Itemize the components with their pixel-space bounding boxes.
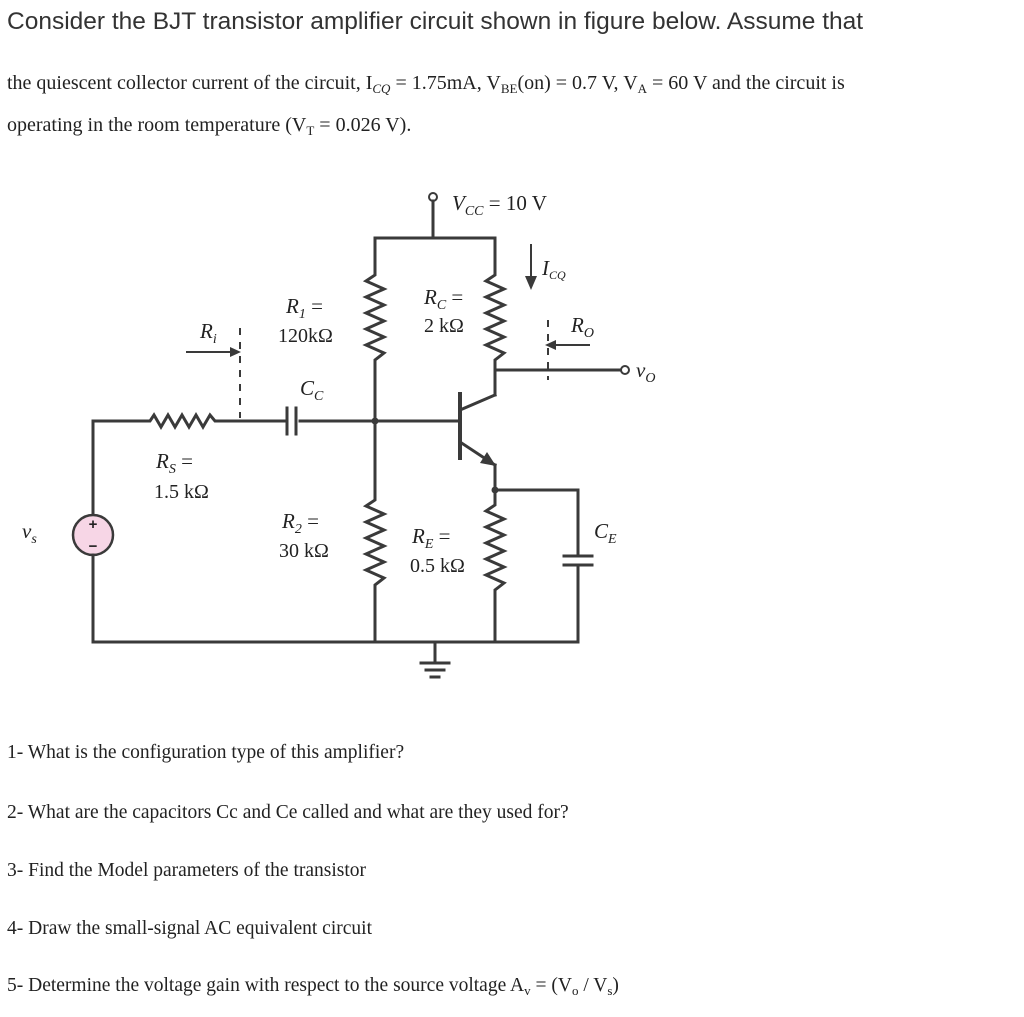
ce-top-wire bbox=[493, 488, 580, 557]
vo-label: vO bbox=[636, 358, 655, 386]
re-resistor bbox=[482, 488, 508, 644]
amplifier-circuit-diagram: VCC = 10 V ICQ R1 = 120kΩ RC = 2 kΩ vO R… bbox=[22, 191, 655, 679]
ro-marker bbox=[545, 320, 590, 380]
vs-label: vs bbox=[22, 519, 37, 547]
svg-text:+: + bbox=[89, 516, 98, 533]
emitter-node bbox=[491, 486, 499, 494]
rc-label: RC = bbox=[423, 285, 463, 313]
ro-label: RO bbox=[570, 313, 594, 341]
r2-value: 30 kΩ bbox=[279, 540, 329, 562]
ground-symbol bbox=[419, 640, 451, 679]
rc-resistor bbox=[482, 258, 508, 372]
r1-value: 120kΩ bbox=[278, 325, 333, 347]
cc-label: CC bbox=[300, 376, 324, 404]
re-label: RE = bbox=[411, 524, 450, 552]
question-5: 5- Determine the voltage gain with respe… bbox=[7, 975, 619, 998]
rs-label: RS = bbox=[155, 449, 193, 477]
icq-arrow bbox=[525, 244, 537, 290]
rs-resistor bbox=[91, 412, 289, 517]
re-value: 0.5 kΩ bbox=[410, 555, 465, 577]
ri-label: Ri bbox=[199, 319, 217, 347]
ground-rail-wire bbox=[91, 553, 580, 644]
question-3: 3- Find the Model parameters of the tran… bbox=[7, 860, 367, 881]
bjt-transistor bbox=[457, 392, 498, 468]
problem-paragraph-line-1: the quiescent collector current of the c… bbox=[7, 72, 845, 96]
base-node bbox=[371, 417, 379, 425]
r1-label: R1 = bbox=[285, 294, 323, 322]
question-4: 4- Draw the small-signal AC equivalent c… bbox=[7, 918, 372, 939]
icq-label: ICQ bbox=[541, 256, 566, 282]
ri-marker bbox=[186, 328, 241, 418]
vo-terminal bbox=[620, 365, 630, 375]
question-1: 1- What is the configuration type of thi… bbox=[7, 742, 405, 763]
ce-label: CE bbox=[594, 519, 617, 547]
problem-heading: Consider the BJT transistor amplifier ci… bbox=[7, 8, 864, 35]
vcc-terminal bbox=[428, 192, 438, 240]
r2-label: R2 = bbox=[281, 509, 319, 537]
rc-value: 2 kΩ bbox=[424, 315, 464, 337]
problem-paragraph-line-2: operating in the room temperature (VT = … bbox=[7, 114, 412, 138]
rs-value: 1.5 kΩ bbox=[154, 481, 209, 503]
voltage-source-vs: + − bbox=[71, 513, 115, 557]
r1-resistor bbox=[362, 258, 388, 422]
svg-text:−: − bbox=[89, 538, 98, 555]
r2-resistor bbox=[362, 418, 388, 644]
question-2: 2- What are the capacitors Cc and Ce cal… bbox=[7, 802, 569, 823]
vcc-label: VCC = 10 V bbox=[452, 191, 547, 219]
bypass-capacitor-ce bbox=[562, 554, 594, 567]
top-rail-wire bbox=[373, 236, 497, 262]
